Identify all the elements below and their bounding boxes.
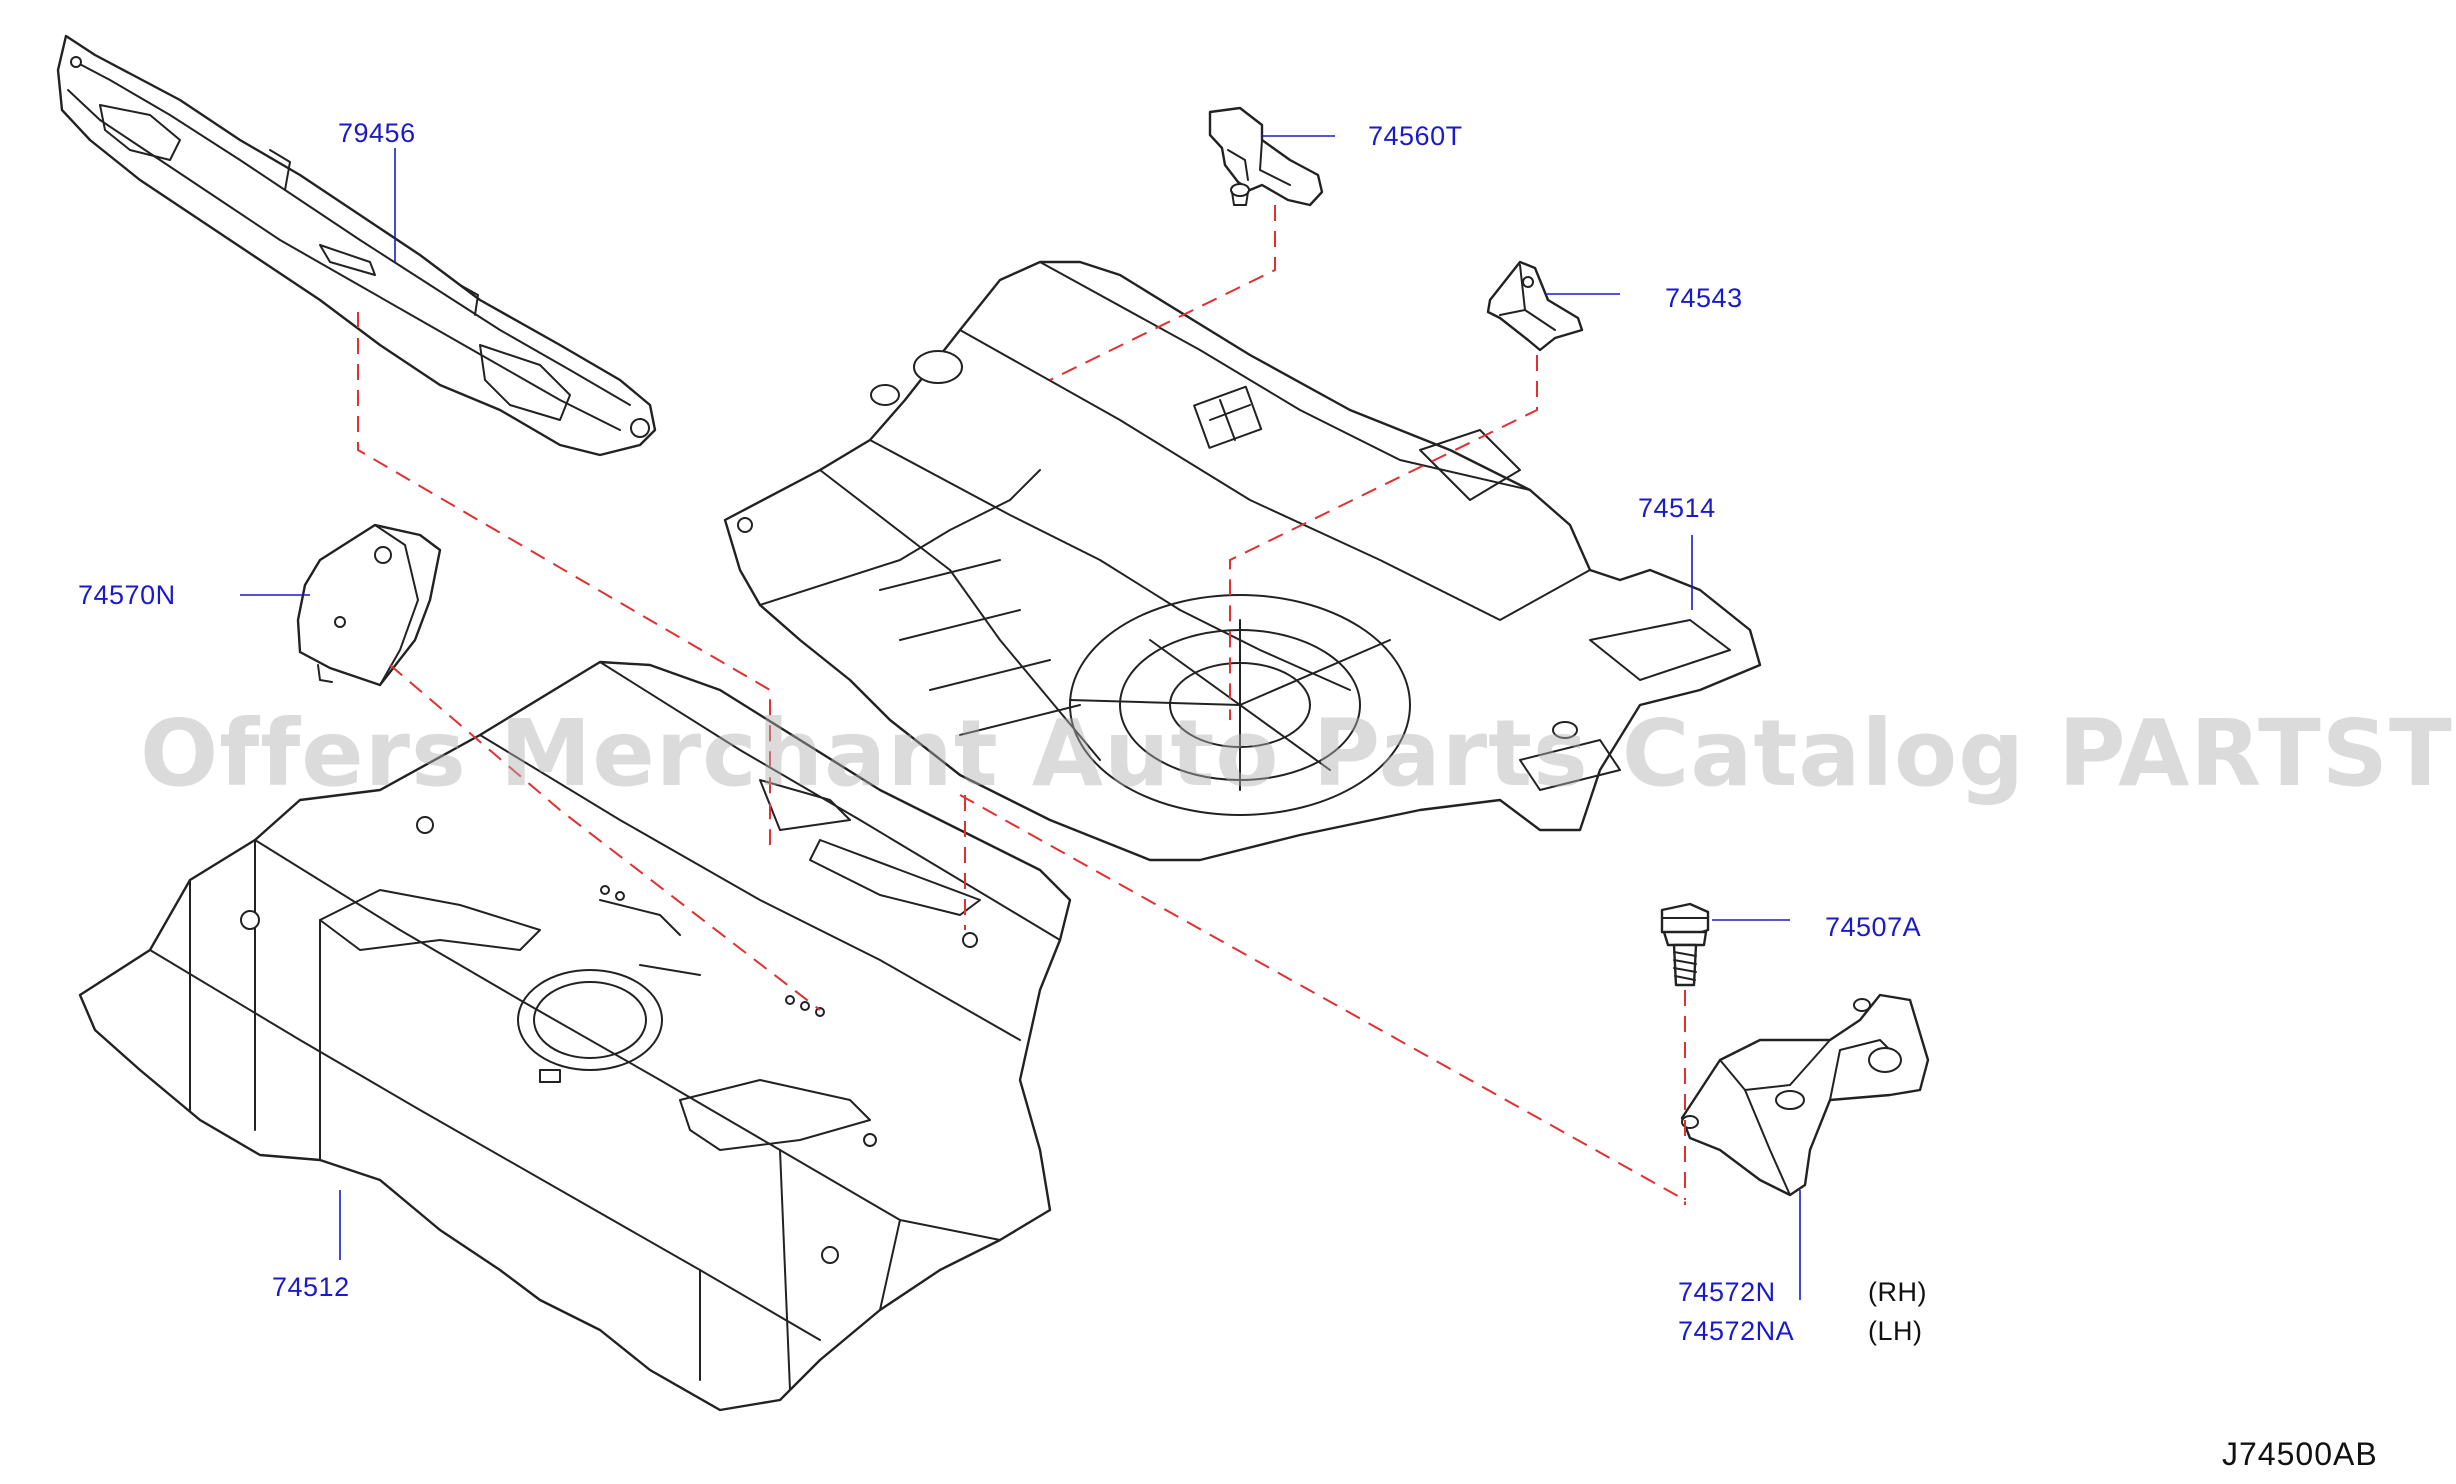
diagram-code: J74500AB — [2222, 1436, 2378, 1472]
bracket-74543 — [1486, 260, 1584, 352]
leader-lines — [240, 135, 1801, 1300]
part-label-74560T[interactable]: 74560T — [1368, 121, 1463, 151]
side-label-rh: (RH) — [1868, 1277, 1927, 1307]
part-label-79456[interactable]: 79456 — [338, 118, 416, 148]
crossmember-79456 — [56, 34, 657, 457]
bracket-74560T — [1208, 106, 1324, 207]
side-label-lh: (LH) — [1868, 1316, 1923, 1346]
front-floor-74512 — [78, 660, 1072, 1412]
bolt-74507A — [1660, 902, 1710, 987]
part-label-74514[interactable]: 74514 — [1638, 493, 1716, 523]
assembly-guides — [357, 205, 1686, 1205]
rear-floor-74514 — [723, 260, 1762, 862]
part-label-74512[interactable]: 74512 — [272, 1272, 350, 1302]
part-label-74570N[interactable]: 74570N — [78, 580, 176, 610]
plate-74570N — [296, 523, 442, 687]
part-label-74507A[interactable]: 74507A — [1825, 912, 1922, 942]
part-label-74543[interactable]: 74543 — [1665, 283, 1743, 313]
part-label-74572N[interactable]: 74572N — [1678, 1277, 1776, 1307]
part-label-74572NA[interactable]: 74572NA — [1678, 1316, 1795, 1346]
bracket-74572N — [1680, 993, 1930, 1197]
watermark: Offers Merchant Auto Parts Catalog PARTS… — [140, 700, 2456, 807]
